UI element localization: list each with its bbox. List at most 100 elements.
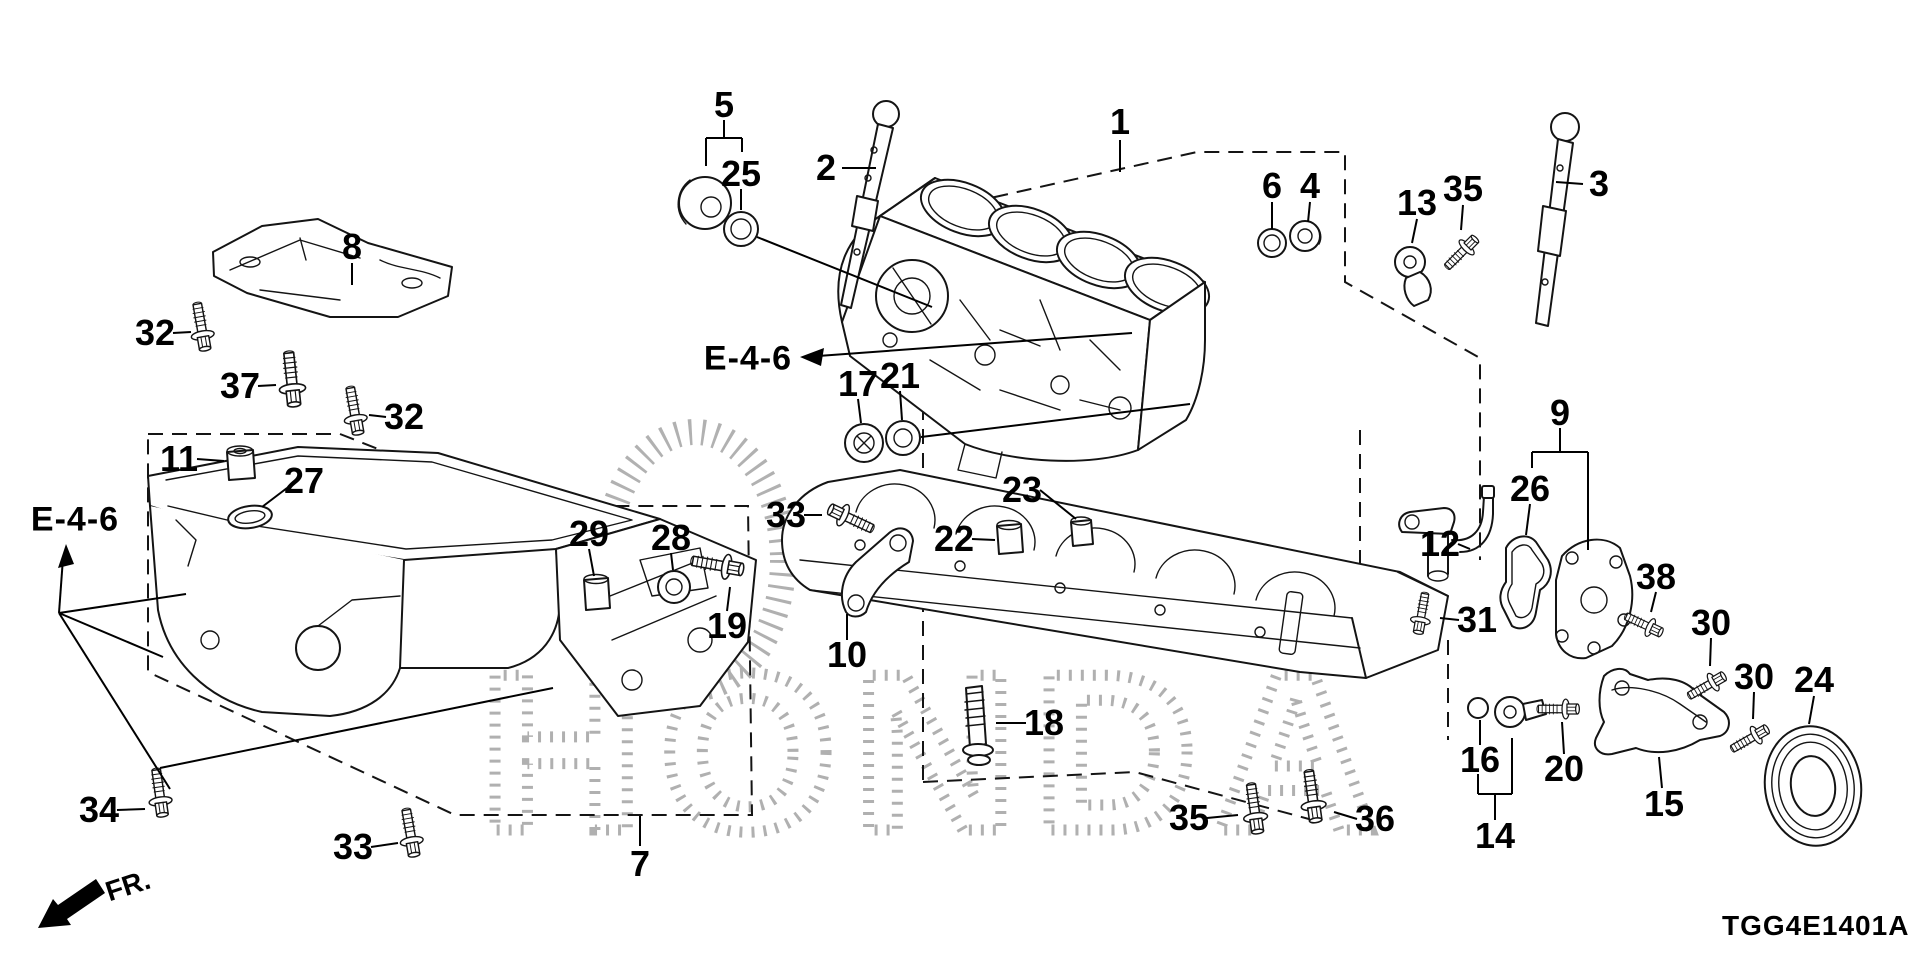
bolt-part-32b xyxy=(337,383,371,438)
ref-label-e46-right: E-4-6 xyxy=(703,339,793,378)
callout-22: 22 xyxy=(933,518,975,559)
callout-38: 38 xyxy=(1635,556,1677,597)
baffle-plate-part xyxy=(212,218,453,318)
callout-25: 25 xyxy=(720,153,762,194)
dowel-pin-part-23 xyxy=(1070,516,1094,547)
leader-line-12 xyxy=(1457,543,1471,550)
leader-line-23 xyxy=(1039,489,1077,520)
e46-right-arrowhead xyxy=(800,348,824,366)
callout-30: 30 xyxy=(1690,602,1732,643)
oil-pan-part xyxy=(147,446,757,717)
callout-9: 9 xyxy=(1549,392,1571,433)
bolt-part-37 xyxy=(274,348,309,410)
fr-arrow xyxy=(38,879,105,928)
leader-line-32-2 xyxy=(368,414,387,418)
leader-line-30 xyxy=(1709,637,1712,667)
knock-sensor-part-13 xyxy=(1394,246,1432,307)
leader-line-33-2 xyxy=(370,842,399,848)
callout-35-2: 35 xyxy=(1168,797,1210,838)
bolt-part-32a xyxy=(184,299,218,354)
cylinder-bores xyxy=(919,178,1211,316)
callout-4: 4 xyxy=(1299,165,1321,206)
dowel-pin-part-22 xyxy=(996,519,1024,555)
callout-6: 6 xyxy=(1261,165,1283,206)
leader-line-35 xyxy=(1460,204,1464,231)
callout-13: 13 xyxy=(1396,182,1438,223)
callout-2: 2 xyxy=(815,147,837,188)
leader-line-17 xyxy=(857,398,862,424)
callout-leader-lines xyxy=(116,120,1815,848)
leader-line-35-2 xyxy=(1206,814,1239,819)
callout-7: 7 xyxy=(629,843,651,884)
oil-level-gauge-part-3 xyxy=(1535,112,1580,327)
o-ring-part-16 xyxy=(1467,697,1489,719)
stud-bolt-part-18 xyxy=(962,685,994,766)
callout-24: 24 xyxy=(1793,659,1835,700)
callout-34: 34 xyxy=(78,789,120,830)
callout-31: 31 xyxy=(1456,599,1498,640)
oil-level-gauge-part-2 xyxy=(840,100,900,309)
callout-30-2: 30 xyxy=(1733,656,1775,697)
diagram-code: TGG4E1401A xyxy=(1722,910,1910,941)
callout-14: 14 xyxy=(1474,815,1516,856)
callout-19: 19 xyxy=(706,605,748,646)
callout-17: 17 xyxy=(837,363,879,404)
leader-line-15 xyxy=(1658,756,1663,789)
leader-line-32 xyxy=(172,331,192,334)
callout-27: 27 xyxy=(283,460,325,501)
o-ring-part-27 xyxy=(227,504,273,530)
pump-plate-part-9 xyxy=(1555,538,1634,660)
callout-35: 35 xyxy=(1442,168,1484,209)
bolt-part-33b xyxy=(393,805,427,860)
callout-37: 37 xyxy=(219,365,261,406)
leader-line-3 xyxy=(1555,181,1584,185)
callout-3: 3 xyxy=(1588,163,1610,204)
leader-line-29 xyxy=(588,548,595,577)
leader-line-28 xyxy=(670,552,674,571)
leader-line-37 xyxy=(257,384,277,387)
callout-16: 16 xyxy=(1459,739,1501,780)
callout-18: 18 xyxy=(1023,702,1065,743)
sealing-washer-part-28 xyxy=(657,570,691,604)
leader-line-22 xyxy=(971,538,996,541)
bolt-part-35a xyxy=(1438,230,1484,276)
bolt-part-34 xyxy=(143,765,175,820)
bolt-part-30b xyxy=(1725,719,1774,759)
leader-line-24 xyxy=(1808,695,1815,725)
oil-seal-part-24 xyxy=(1763,725,1863,847)
leader-line-26 xyxy=(1525,503,1531,536)
dowel-pin-part-29 xyxy=(583,573,611,611)
oil-pipe-part-12 xyxy=(1398,485,1495,582)
seal-ring-part-25 xyxy=(723,211,759,247)
construction-lines xyxy=(58,236,1191,790)
e46-left-arrowhead xyxy=(58,544,74,568)
callout-33-2: 33 xyxy=(332,826,374,867)
cover-part-15 xyxy=(1594,668,1730,756)
leader-line-19 xyxy=(726,586,731,612)
callout-29: 29 xyxy=(568,513,610,554)
gasket-part-26 xyxy=(1499,535,1552,630)
callout-15: 15 xyxy=(1643,783,1685,824)
cap-part-17 xyxy=(844,423,884,463)
callout-32: 32 xyxy=(134,312,176,353)
dowel-pin-part-11 xyxy=(226,445,256,481)
callout-32-2: 32 xyxy=(383,396,425,437)
leader-line-34 xyxy=(116,808,146,811)
leader-line-30-2 xyxy=(1752,691,1755,720)
cylinder-block-part xyxy=(837,177,1211,479)
callout-20: 20 xyxy=(1543,748,1585,789)
leader-line-4 xyxy=(1307,201,1311,223)
ring-part-6 xyxy=(1257,228,1287,258)
callout-26: 26 xyxy=(1509,468,1551,509)
leader-line-31 xyxy=(1439,617,1460,621)
seal-ring-part-25-inner xyxy=(730,218,752,240)
o-ring-part-21 xyxy=(885,420,921,456)
callout-11: 11 xyxy=(159,438,199,479)
leader-line-13 xyxy=(1411,218,1418,244)
callout-33: 33 xyxy=(765,494,807,535)
callout-8: 8 xyxy=(341,226,363,267)
callout-21: 21 xyxy=(879,355,921,396)
ref-label-e46-left: E-4-6 xyxy=(30,500,120,539)
